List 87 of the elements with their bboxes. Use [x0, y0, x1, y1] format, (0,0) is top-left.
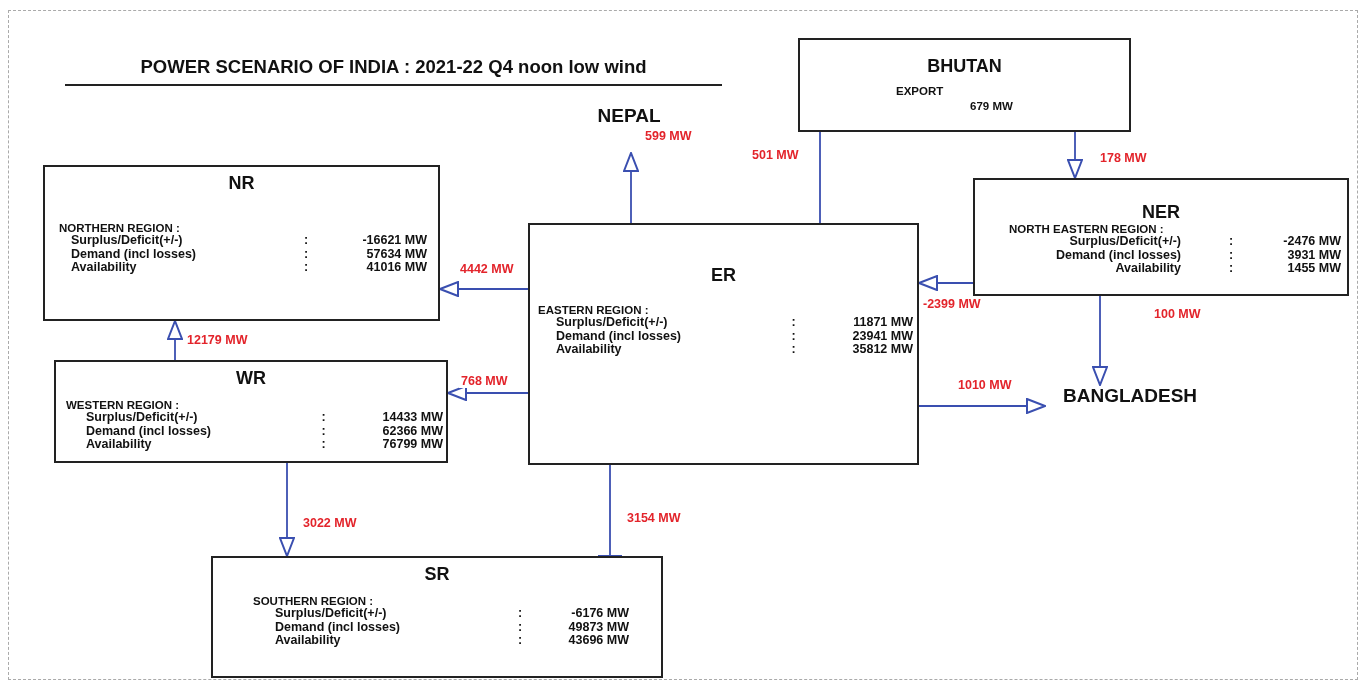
separator: :: [320, 411, 327, 425]
row-value: 43696 MW: [567, 634, 629, 648]
diagram-title: POWER SCENARIO OF INDIA : 2021-22 Q4 noon low wind: [65, 56, 722, 86]
row-label: Surplus/Deficit(+/-): [71, 234, 184, 248]
node-heading: SR: [424, 564, 450, 585]
row-value: -6176 MW: [570, 607, 629, 621]
row-label: Demand (incl losses): [556, 329, 683, 343]
node-heading: BANGLADESH: [1062, 385, 1198, 406]
row-label: Demand (incl losses): [71, 247, 198, 261]
row-value: 41016 MW: [365, 261, 427, 275]
separator: :: [302, 247, 310, 261]
separator: :: [1227, 248, 1235, 262]
edge-label: 768 MW: [459, 374, 510, 388]
separator: :: [516, 620, 524, 634]
separator: :: [790, 329, 797, 343]
row-value: 1455 MW: [1286, 262, 1341, 276]
edge-label: -2399 MW: [921, 297, 983, 311]
export-value: 679 MW: [970, 100, 1013, 112]
edge-label: 3154 MW: [625, 511, 683, 525]
separator: :: [790, 343, 797, 357]
flow-arrow: [167, 320, 183, 361]
separator: :: [302, 234, 310, 248]
edge-label: 4442 MW: [458, 262, 516, 276]
region-name: SOUTHERN REGION :: [253, 595, 375, 607]
flow-arrow: [918, 275, 974, 291]
region-box: [973, 178, 1349, 296]
row-value: 14433 MW: [381, 411, 443, 425]
row-label: Demand (incl losses): [275, 620, 402, 634]
separator: :: [516, 607, 524, 621]
separator: :: [320, 424, 327, 438]
flow-arrow: [279, 462, 295, 557]
flow-arrow: [1067, 131, 1083, 179]
export-label: EXPORT: [896, 85, 944, 97]
separator: :: [516, 634, 524, 648]
flow-arrow: [918, 398, 1046, 414]
row-label: Surplus/Deficit(+/-): [86, 411, 199, 425]
separator: :: [790, 316, 797, 330]
separator: :: [1227, 262, 1235, 276]
flow-arrow: [439, 281, 529, 297]
row-label: Availability: [86, 438, 152, 452]
edge-label: 178 MW: [1098, 151, 1149, 165]
region-box: [43, 165, 440, 321]
edge-label: 100 MW: [1152, 307, 1203, 321]
row-value: -16621 MW: [361, 234, 427, 248]
row-value: 11871 MW: [852, 316, 913, 330]
edge-label: 3022 MW: [301, 516, 359, 530]
node-heading: NR: [228, 173, 255, 194]
row-value: 62366 MW: [381, 424, 443, 438]
row-label: Availability: [71, 261, 137, 275]
region-box: [528, 223, 919, 465]
row-value: 3931 MW: [1286, 248, 1341, 262]
node-heading: WR: [236, 368, 266, 389]
flow-arrow: [1092, 295, 1108, 386]
region-box: [798, 38, 1131, 132]
row-label: Surplus/Deficit(+/-): [275, 607, 388, 621]
separator: :: [320, 438, 327, 452]
row-label: Demand (incl losses): [1054, 248, 1181, 262]
row-label: Surplus/Deficit(+/-): [556, 316, 669, 330]
edge-label: 501 MW: [750, 148, 801, 162]
region-box: [54, 360, 448, 463]
node-heading: ER: [711, 265, 736, 286]
row-value: 35812 MW: [851, 343, 913, 357]
node-heading: NER: [1142, 202, 1180, 223]
row-value: 76799 MW: [381, 438, 443, 452]
row-value: 49873 MW: [567, 620, 629, 634]
region-name: WESTERN REGION :: [66, 399, 181, 411]
row-value: 57634 MW: [365, 247, 427, 261]
separator: :: [1227, 235, 1235, 249]
row-value: 23941 MW: [851, 329, 913, 343]
region-box: [211, 556, 663, 678]
region-name: NORTH EASTERN REGION :: [1009, 223, 1165, 235]
edge-label: 1010 MW: [956, 378, 1014, 392]
row-value: -2476 MW: [1282, 235, 1341, 249]
separator: :: [302, 261, 310, 275]
region-name: NORTHERN REGION :: [59, 222, 181, 234]
flow-arrow: [623, 152, 639, 224]
flow-arrow: [447, 385, 529, 401]
row-label: Availability: [556, 343, 622, 357]
row-label: Demand (incl losses): [86, 424, 213, 438]
edge-label: 599 MW: [643, 129, 694, 143]
region-name: EASTERN REGION :: [538, 304, 650, 316]
node-heading: NEPAL: [597, 105, 661, 126]
node-heading: BHUTAN: [927, 56, 1002, 77]
row-label: Availability: [1115, 262, 1181, 276]
row-label: Availability: [275, 634, 341, 648]
row-label: Surplus/Deficit(+/-): [1068, 235, 1181, 249]
edge-label: 12179 MW: [185, 333, 250, 347]
